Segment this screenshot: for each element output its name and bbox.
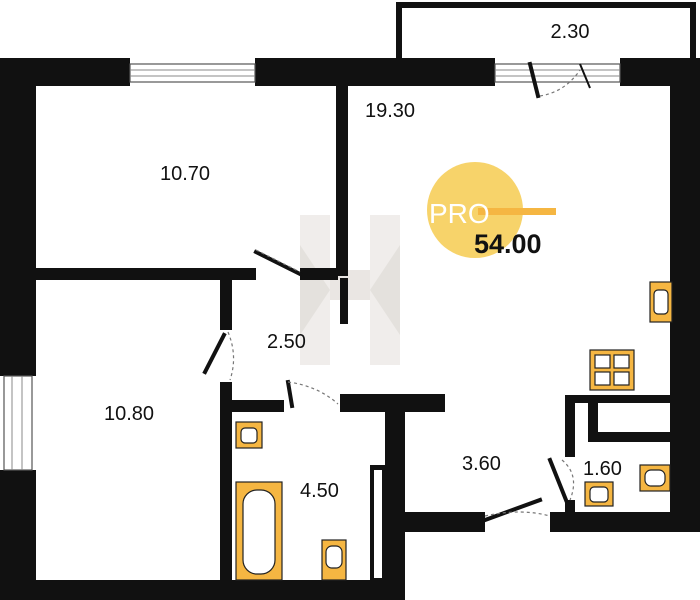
room-area-balcony: 2.30: [551, 21, 590, 43]
window-icon: [3, 375, 33, 471]
badge-prefix: PRO: [429, 198, 490, 229]
room-area-bedroom-1: 10.70: [160, 163, 210, 185]
room-area-bathroom: 4.50: [300, 480, 339, 502]
door-icon: [202, 331, 235, 381]
sink-icon: [235, 421, 263, 449]
door-icon: [482, 497, 551, 523]
stove-icon: [589, 349, 635, 391]
bathtub-icon: [235, 481, 283, 581]
toilet-icon: [639, 464, 671, 492]
balcony-outline: [396, 2, 696, 60]
window-icon: [129, 63, 256, 83]
window-icon: [494, 63, 621, 83]
toilet-icon: [321, 539, 347, 581]
door-icon: [285, 379, 339, 409]
door-icon: [527, 61, 591, 99]
room-area-toilet: 1.60: [583, 458, 622, 480]
door-icon: [253, 249, 303, 277]
door-icon: [547, 457, 575, 503]
room-area-hallway: 3.60: [462, 453, 501, 475]
total-area: 54.00: [474, 229, 542, 259]
outer-walls: [0, 58, 700, 600]
sink-icon: [649, 281, 673, 323]
room-area-bedroom-2: 10.80: [104, 403, 154, 425]
room-area-corridor: 2.50: [267, 331, 306, 353]
sink-icon: [584, 481, 614, 507]
total-area-badge: PRO 54.00: [427, 162, 556, 259]
room-area-living-kitchen: 19.30: [365, 100, 415, 122]
watermark-logo: [300, 215, 400, 365]
interior-walls: [36, 86, 670, 582]
